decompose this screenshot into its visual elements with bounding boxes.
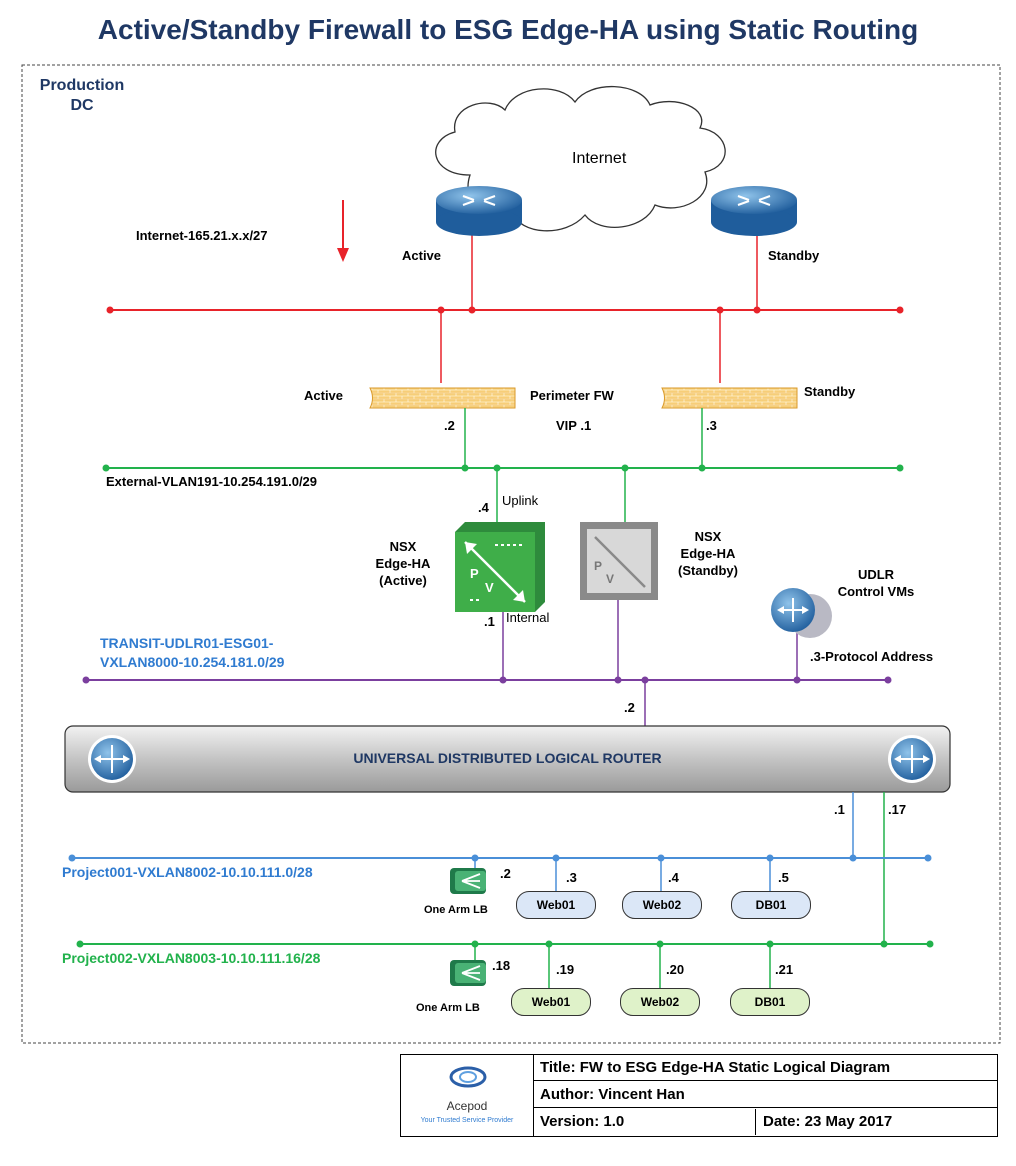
svg-text:P: P bbox=[470, 566, 479, 581]
udlr-control-label: UDLR Control VMs bbox=[826, 566, 926, 600]
nsx-active-label: NSX Edge-HA (Active) bbox=[358, 538, 448, 589]
udlr-control-line2: Control VMs bbox=[837, 584, 915, 599]
nsx-active-uplink-ip: .4 bbox=[478, 500, 489, 515]
nsx-edge-active-icon: P V bbox=[455, 522, 545, 612]
transit-label: TRANSIT-UDLR01-ESG01- VXLAN8000-10.254.1… bbox=[100, 634, 284, 672]
project1-lb-label: One Arm LB bbox=[424, 904, 488, 916]
router-active-label: Active bbox=[402, 248, 442, 263]
perimeter-fw-label: Perimeter FW bbox=[530, 388, 614, 403]
nsx-standby-line1: NSX bbox=[694, 529, 722, 544]
project2-lb-label: One Arm LB bbox=[416, 1002, 480, 1014]
router-standby-label: Standby bbox=[768, 248, 820, 263]
project1-vm3-ip: .5 bbox=[778, 870, 789, 885]
project2-label: Project002-VXLAN8003-10.10.111.16/28 bbox=[62, 950, 321, 966]
udlr-left-router-icon bbox=[88, 735, 136, 783]
svg-text:V: V bbox=[485, 580, 494, 595]
info-date: Date: 23 May 2017 bbox=[763, 1113, 893, 1130]
info-title: Title: FW to ESG Edge-HA Static Logical … bbox=[534, 1055, 997, 1081]
nsx-standby-line3: (Standby) bbox=[678, 563, 738, 578]
project2-vm1-ip: .19 bbox=[556, 962, 575, 977]
nsx-active-uplink-label: Uplink bbox=[502, 493, 539, 508]
nsx-active-line1: NSX bbox=[389, 539, 417, 554]
dc-label: DC bbox=[70, 97, 94, 114]
fw-active-label: Active bbox=[304, 388, 344, 403]
udlr-project1-ip: .1 bbox=[834, 802, 845, 817]
perimeter-fw-vip-label: VIP .1 bbox=[556, 418, 592, 433]
project1-vm-web01[interactable]: Web01 bbox=[516, 891, 596, 919]
project2-vm-web02[interactable]: Web02 bbox=[620, 988, 700, 1016]
project1-vm-db01[interactable]: DB01 bbox=[731, 891, 811, 919]
nsx-edge-standby-icon: P V bbox=[580, 522, 658, 600]
udlr-control-line1: UDLR bbox=[857, 567, 895, 582]
info-author: Author: Vincent Han bbox=[534, 1082, 997, 1108]
diagram-title: Active/Standby Firewall to ESG Edge-HA u… bbox=[97, 14, 919, 45]
logo-name: Acepod bbox=[446, 1099, 488, 1113]
project2-vm3-ip: .21 bbox=[775, 962, 794, 977]
project2-vm-db01[interactable]: DB01 bbox=[730, 988, 810, 1016]
project1-label: Project001-VXLAN8002-10.10.111.0/28 bbox=[62, 864, 313, 880]
project1-lb-ip: .2 bbox=[500, 866, 511, 881]
nsx-active-line2: Edge-HA bbox=[375, 556, 431, 571]
transit-line2: VXLAN8000-10.254.181.0/29 bbox=[100, 654, 285, 670]
nsx-standby-line2: Edge-HA bbox=[680, 546, 736, 561]
nsx-standby-label: NSX Edge-HA (Standby) bbox=[660, 528, 756, 579]
udlr-project2-ip: .17 bbox=[888, 802, 907, 817]
project1-vm1-ip: .3 bbox=[566, 870, 577, 885]
external-vlan-label: External-VLAN191-10.254.191.0/29 bbox=[106, 474, 318, 489]
logo-cell: Acepod Your Trusted Service Provider bbox=[401, 1055, 534, 1136]
logo-tagline: Your Trusted Service Provider bbox=[420, 1117, 514, 1124]
transit-line1: TRANSIT-UDLR01-ESG01- bbox=[100, 635, 274, 651]
nsx-active-internal-label: Internal bbox=[506, 610, 550, 625]
one-arm-lb-1-icon bbox=[450, 868, 486, 894]
production-label: Production bbox=[39, 77, 125, 94]
udlr-control-vms-icon bbox=[771, 588, 832, 638]
internet-cloud-label: Internet bbox=[572, 150, 627, 167]
info-version: Version: 1.0 bbox=[534, 1109, 756, 1135]
project2-vm2-ip: .20 bbox=[666, 962, 685, 977]
fw-standby-label: Standby bbox=[804, 384, 856, 399]
diagram-info-box: Acepod Your Trusted Service Provider Tit… bbox=[400, 1054, 998, 1137]
nsx-active-internal-ip: .1 bbox=[484, 614, 495, 629]
udlr-label: UNIVERSAL DISTRIBUTED LOGICAL ROUTER bbox=[353, 750, 662, 766]
project1-vm-web02[interactable]: Web02 bbox=[622, 891, 702, 919]
one-arm-lb-2-icon bbox=[450, 960, 486, 986]
project1-vm2-ip: .4 bbox=[668, 870, 679, 885]
perimeter-fw-active-icon bbox=[369, 387, 516, 409]
production-dc-label: Production DC bbox=[34, 76, 130, 116]
nsx-active-line3: (Active) bbox=[379, 573, 427, 588]
udlr-transit-ip: .2 bbox=[624, 700, 635, 715]
fw-active-ip: .2 bbox=[444, 418, 455, 433]
udlr-right-router-icon bbox=[888, 735, 936, 783]
udlr-protocol-address: .3-Protocol Address bbox=[810, 649, 934, 664]
internet-subnet-label: Internet-165.21.x.x/27 bbox=[136, 228, 268, 243]
perimeter-fw-standby-icon bbox=[661, 387, 798, 409]
project2-lb-ip: .18 bbox=[492, 958, 511, 973]
udlr-bar bbox=[64, 725, 951, 793]
fw-standby-ip: .3 bbox=[706, 418, 717, 433]
svg-text:V: V bbox=[606, 572, 614, 586]
internet-router-active-icon bbox=[436, 186, 522, 236]
internet-router-standby-icon bbox=[711, 186, 797, 236]
svg-text:P: P bbox=[594, 559, 602, 573]
production-dc-frame bbox=[21, 64, 1001, 1044]
acepod-logo-icon bbox=[449, 1066, 487, 1088]
project2-vm-web01[interactable]: Web01 bbox=[511, 988, 591, 1016]
